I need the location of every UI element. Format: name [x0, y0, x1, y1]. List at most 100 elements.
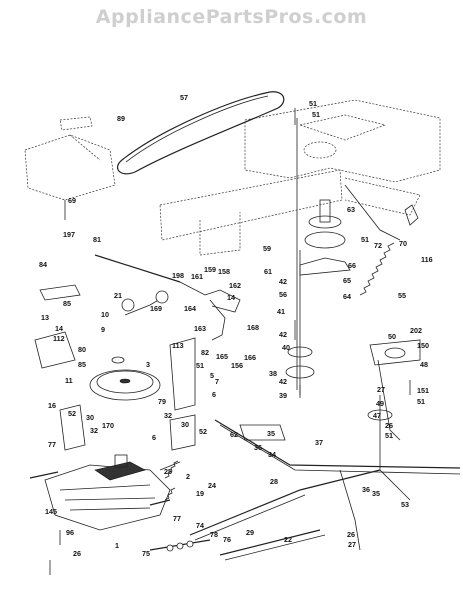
part-label-113: 113 — [172, 341, 184, 350]
part-label-38: 38 — [269, 369, 277, 378]
part-label-32: 32 — [164, 411, 172, 420]
part-label-158: 158 — [218, 267, 230, 276]
part-label-51: 51 — [312, 110, 320, 119]
part-label-39: 39 — [279, 391, 287, 400]
part-label-77: 77 — [48, 440, 56, 449]
part-label-69: 69 — [68, 196, 76, 205]
part-label-41: 41 — [277, 307, 285, 316]
part-label-36: 36 — [362, 485, 370, 494]
part-label-78: 78 — [210, 530, 218, 539]
part-label-59: 59 — [263, 244, 271, 253]
part-label-47: 47 — [373, 411, 381, 420]
part-label-2: 2 — [186, 472, 190, 481]
part-label-51: 51 — [196, 361, 204, 370]
part-label-145: 145 — [45, 507, 57, 516]
part-label-27: 27 — [348, 540, 356, 549]
part-label-24: 24 — [208, 481, 216, 490]
part-label-66: 66 — [348, 261, 356, 270]
part-label-151: 151 — [417, 386, 429, 395]
part-label-57: 57 — [180, 93, 188, 102]
part-label-75: 75 — [142, 549, 150, 558]
part-label-22: 22 — [284, 535, 292, 544]
transaxle-pulley — [89, 369, 161, 401]
part-label-30: 30 — [181, 420, 189, 429]
part-label-84: 84 — [39, 260, 47, 269]
part-label-14: 14 — [227, 293, 235, 302]
part-label-62: 62 — [230, 430, 238, 439]
front-frame — [24, 116, 116, 201]
part-label-25: 25 — [164, 467, 172, 476]
engine-pulley — [304, 199, 346, 249]
part-label-16: 16 — [48, 401, 56, 410]
part-label-52: 52 — [68, 409, 76, 418]
part-label-28: 28 — [270, 477, 278, 486]
part-label-55: 55 — [398, 291, 406, 300]
part-label-198: 198 — [172, 271, 184, 280]
part-label-170: 170 — [102, 421, 114, 430]
part-label-11: 11 — [65, 376, 73, 385]
part-label-162: 162 — [229, 281, 241, 290]
part-label-169: 169 — [150, 304, 162, 313]
part-label-64: 64 — [343, 292, 351, 301]
part-label-166: 166 — [244, 353, 256, 362]
part-label-9: 9 — [101, 325, 105, 334]
part-label-197: 197 — [63, 230, 75, 239]
part-label-1: 1 — [115, 541, 119, 550]
part-label-150: 150 — [417, 341, 429, 350]
part-label-21: 21 — [114, 291, 122, 300]
transaxle — [29, 454, 171, 531]
part-label-50: 50 — [388, 332, 396, 341]
part-label-32: 32 — [90, 426, 98, 435]
part-label-81: 81 — [93, 235, 101, 244]
part-label-35: 35 — [372, 489, 380, 498]
part-label-3: 3 — [146, 360, 150, 369]
part-label-26: 26 — [385, 421, 393, 430]
part-label-7: 7 — [215, 377, 219, 386]
part-label-82: 82 — [201, 348, 209, 357]
part-label-42: 42 — [279, 330, 287, 339]
part-label-168: 168 — [247, 323, 259, 332]
part-label-40: 40 — [282, 343, 290, 352]
part-label-29: 29 — [246, 528, 254, 537]
part-label-19: 19 — [196, 489, 204, 498]
part-label-51: 51 — [309, 99, 317, 108]
watermark: AppliancePartsPros.com — [95, 6, 368, 28]
part-label-85: 85 — [78, 360, 86, 369]
part-label-42: 42 — [279, 277, 287, 286]
part-label-79: 79 — [158, 397, 166, 406]
part-label-49: 49 — [376, 399, 384, 408]
part-label-42: 42 — [279, 377, 287, 386]
part-label-10: 10 — [101, 310, 109, 319]
part-label-56: 56 — [279, 290, 287, 299]
part-label-112: 112 — [53, 334, 65, 343]
part-label-116: 116 — [421, 255, 433, 264]
part-label-80: 80 — [78, 345, 86, 354]
part-label-77: 77 — [173, 514, 181, 523]
drive-belt — [117, 91, 285, 175]
part-label-163: 163 — [194, 324, 206, 333]
part-label-53: 53 — [401, 500, 409, 509]
part-label-159: 159 — [204, 265, 216, 274]
part-label-61: 61 — [264, 267, 272, 276]
part-label-27: 27 — [377, 385, 385, 394]
part-label-48: 48 — [420, 360, 428, 369]
part-label-70: 70 — [399, 239, 407, 248]
idler-pulleys — [285, 346, 406, 421]
part-label-165: 165 — [216, 352, 228, 361]
part-label-164: 164 — [184, 304, 196, 313]
part-label-34: 34 — [268, 450, 276, 459]
part-label-74: 74 — [196, 521, 204, 530]
part-label-52: 52 — [199, 427, 207, 436]
part-label-30: 30 — [86, 413, 94, 422]
part-label-26: 26 — [347, 530, 355, 539]
part-labels: 57 89 51 51 69 197 81 84 85 21 198 161 1… — [39, 93, 433, 558]
part-label-161: 161 — [191, 272, 203, 281]
part-label-65: 65 — [343, 276, 351, 285]
part-label-36: 36 — [254, 443, 262, 452]
part-label-51: 51 — [361, 235, 369, 244]
part-label-5: 5 — [210, 371, 214, 380]
part-label-89: 89 — [117, 114, 125, 123]
part-label-51: 51 — [385, 431, 393, 440]
part-label-14: 14 — [55, 324, 63, 333]
